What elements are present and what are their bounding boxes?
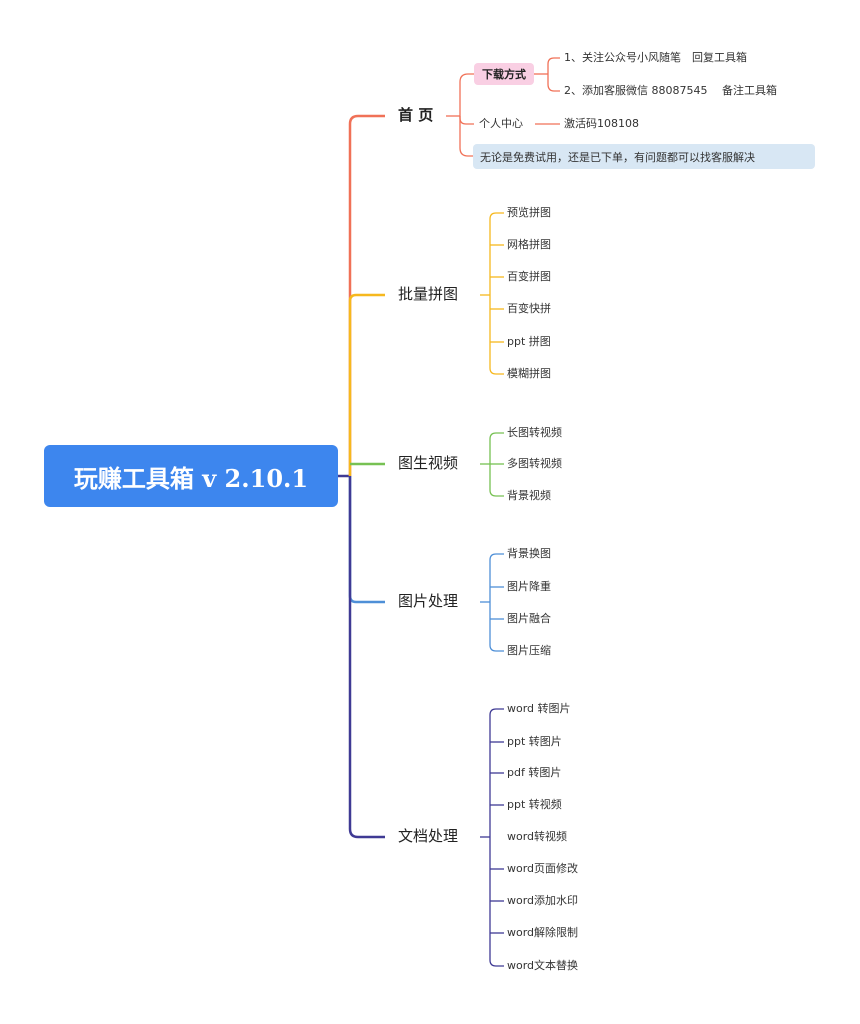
- batch-item[interactable]: 百变拼图: [507, 270, 551, 283]
- doc-item[interactable]: word页面修改: [507, 862, 579, 875]
- image-sub-lines: [480, 553, 504, 652]
- download-method-node[interactable]: 下载方式: [474, 63, 534, 85]
- video-item[interactable]: 多图转视频: [507, 457, 562, 470]
- batch-sub-lines: [480, 212, 504, 375]
- doc-item[interactable]: ppt 转视频: [507, 798, 562, 811]
- support-note[interactable]: 无论是免费试用，还是已下单，有问题都可以找客服解决: [473, 144, 815, 169]
- doc-item[interactable]: word文本替换: [507, 959, 579, 972]
- branch-image-line: [348, 476, 385, 604]
- batch-item[interactable]: 预览拼图: [507, 206, 551, 219]
- home-sub-lines: [446, 57, 560, 157]
- doc-item[interactable]: word转视频: [507, 830, 568, 843]
- batch-item[interactable]: 网格拼图: [507, 238, 551, 251]
- batch-item[interactable]: 模糊拼图: [507, 367, 551, 380]
- branch-home[interactable]: 首 页: [398, 106, 434, 124]
- batch-item[interactable]: ppt 拼图: [507, 335, 551, 348]
- branch-image[interactable]: 图片处理: [398, 592, 459, 610]
- activation-code[interactable]: 激活码108108: [564, 117, 639, 130]
- personal-center-node[interactable]: 个人中心: [479, 117, 523, 130]
- video-item[interactable]: 背景视频: [507, 489, 551, 502]
- branch-doc-line: [348, 476, 385, 839]
- download-option-1[interactable]: 1、关注公众号小风随笔 回复工具箱: [564, 51, 747, 64]
- batch-item[interactable]: 百变快拼: [507, 302, 551, 315]
- image-item[interactable]: 图片降重: [507, 580, 551, 593]
- doc-item[interactable]: word添加水印: [507, 894, 579, 907]
- root-node[interactable]: 玩赚工具箱 v 2.10.1: [44, 445, 338, 507]
- video-sub-lines: [480, 432, 504, 497]
- branch-home-line: [348, 114, 385, 476]
- download-option-2[interactable]: 2、添加客服微信 88087545 备注工具箱: [564, 84, 777, 97]
- image-item[interactable]: 图片融合: [507, 612, 551, 625]
- branch-video[interactable]: 图生视频: [398, 454, 459, 472]
- image-item[interactable]: 背景换图: [507, 547, 551, 560]
- branch-batch[interactable]: 批量拼图: [398, 285, 459, 303]
- image-item[interactable]: 图片压缩: [507, 644, 551, 657]
- branch-batch-line: [348, 293, 385, 476]
- doc-item[interactable]: ppt 转图片: [507, 735, 562, 748]
- doc-sub-lines: [480, 708, 504, 967]
- branch-doc[interactable]: 文档处理: [398, 827, 459, 845]
- video-item[interactable]: 长图转视频: [507, 426, 562, 439]
- doc-item[interactable]: word 转图片: [507, 702, 571, 715]
- doc-item[interactable]: pdf 转图片: [507, 766, 562, 779]
- doc-item[interactable]: word解除限制: [507, 926, 579, 939]
